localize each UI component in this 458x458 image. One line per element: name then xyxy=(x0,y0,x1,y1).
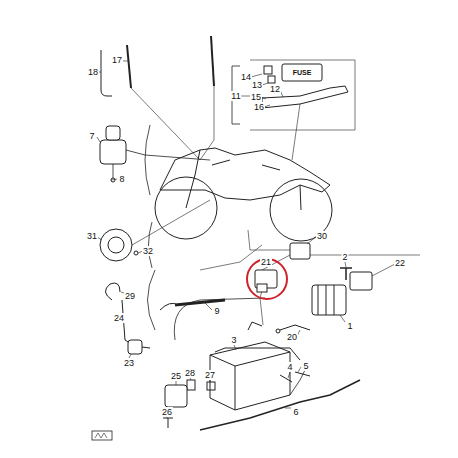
callout-number: 30 xyxy=(316,231,328,241)
callout-number: 12 xyxy=(269,84,281,94)
callout-number: 22 xyxy=(394,258,406,268)
callout-number: 29 xyxy=(124,291,136,301)
callout-number: 27 xyxy=(204,370,216,380)
callout-number: 7 xyxy=(88,131,95,141)
callout-number: 16 xyxy=(253,102,265,112)
callout-number: 5 xyxy=(302,361,309,371)
callout-number: 8 xyxy=(118,174,125,184)
motorcycle-outline xyxy=(155,148,332,241)
callout-number: 6 xyxy=(292,407,299,417)
callout-number: 13 xyxy=(251,80,263,90)
callout-number: 31 xyxy=(86,231,98,241)
callout-number: 1 xyxy=(346,321,353,331)
callout-number: 26 xyxy=(161,407,173,417)
callout-number: 28 xyxy=(184,368,196,378)
callout-number: 15 xyxy=(250,92,262,102)
callout-number: 9 xyxy=(213,306,220,316)
callout-number: 11 xyxy=(230,91,241,101)
callout-number: 25 xyxy=(170,371,182,381)
callout-number: 4 xyxy=(286,362,293,372)
callout-number: 21 xyxy=(260,257,272,267)
callout-number: 20 xyxy=(286,332,298,342)
callout-number: 18 xyxy=(87,67,99,77)
callout-number: 32 xyxy=(142,246,154,256)
part-label: FUSE xyxy=(292,69,313,77)
callout-number: 3 xyxy=(230,335,237,345)
callout-number: 2 xyxy=(341,252,348,262)
callout-number: 23 xyxy=(123,358,135,368)
callout-number: 17 xyxy=(111,55,123,65)
callout-number: 24 xyxy=(113,313,125,323)
